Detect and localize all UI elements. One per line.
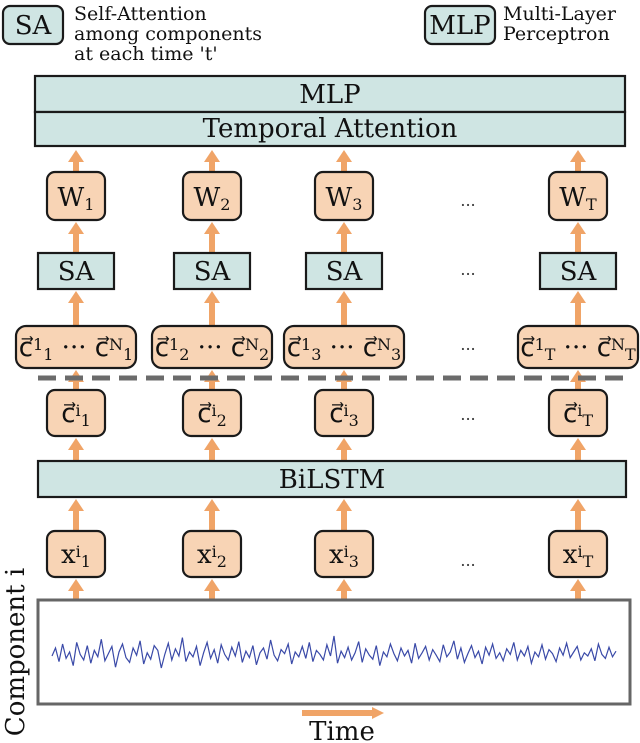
component-i-box-2 bbox=[181, 388, 243, 438]
weight-label-1: W1 bbox=[58, 183, 95, 214]
legend-sa: SA Self-Attention among components at ea… bbox=[1, 3, 262, 65]
component-group-label-2: c⃗12 ··· c⃗N2 bbox=[155, 333, 269, 364]
arrow-bilstm-1-head bbox=[204, 438, 220, 450]
input-label-T: xiT bbox=[563, 540, 594, 571]
arrow-sa-0-head bbox=[68, 222, 84, 234]
signal-trace bbox=[51, 635, 617, 669]
legend-sa-line-3: at each time 't' bbox=[74, 43, 218, 65]
component-group-box-3 bbox=[282, 324, 406, 370]
arrow-w-2-head bbox=[336, 150, 352, 162]
time-arrow-head bbox=[372, 707, 384, 719]
arrow-comp-2-head bbox=[336, 291, 352, 303]
input-box-1 bbox=[45, 529, 107, 579]
component-i-label-3: c⃗i3 bbox=[329, 399, 359, 430]
weight-box-T bbox=[547, 170, 609, 222]
arrow-sa-3-head bbox=[570, 222, 586, 234]
component-group-box-T bbox=[516, 324, 640, 370]
weight-box-3 bbox=[313, 170, 375, 222]
arrow-w-0-head bbox=[68, 150, 84, 162]
arrow-signal-1-head bbox=[204, 579, 220, 591]
weight-box-1 bbox=[45, 170, 107, 222]
sa-box-3 bbox=[304, 251, 384, 291]
sa-box-2 bbox=[172, 251, 252, 291]
legend-sa-line-1: Self-Attention bbox=[74, 3, 207, 25]
arrow-bilstm-2-head bbox=[336, 438, 352, 450]
arrow-x-2-head bbox=[336, 499, 352, 511]
ellipsis-3: ... bbox=[460, 405, 475, 424]
input-box-2 bbox=[181, 529, 243, 579]
arrow-comp-1-head bbox=[204, 291, 220, 303]
sa-label-3: SA bbox=[326, 257, 364, 287]
weight-label-T: WT bbox=[559, 183, 597, 214]
arrow-sa-1-head bbox=[204, 222, 220, 234]
legend-sa-line-2: among components bbox=[74, 23, 262, 45]
legend-sa-abbr: SA bbox=[15, 11, 53, 41]
weight-label-2: W2 bbox=[194, 183, 231, 214]
ellipsis-2: ... bbox=[460, 335, 475, 354]
component-group-label-1: c⃗11 ··· c⃗N1 bbox=[19, 333, 133, 364]
temporal-attention-block bbox=[33, 110, 627, 148]
arrow-signal-2-head bbox=[336, 579, 352, 591]
legend-mlp: MLP Multi-Layer Perceptron bbox=[423, 3, 617, 46]
component-group-label-T: c⃗1T ··· c⃗NT bbox=[520, 333, 636, 364]
arrow-x-1-head bbox=[204, 499, 220, 511]
legend-mlp-line-2: Perceptron bbox=[503, 23, 610, 45]
component-group-label-3: c⃗13 ··· c⃗N3 bbox=[287, 333, 401, 364]
ellipsis-1: ... bbox=[460, 260, 475, 279]
legend-sa-box bbox=[1, 4, 65, 46]
ellipsis-0: ... bbox=[460, 191, 475, 210]
weight-label-3: W3 bbox=[326, 183, 363, 214]
sa-box-1 bbox=[36, 251, 116, 291]
arrow-x-3-head bbox=[570, 499, 586, 511]
arrow-x-0-head bbox=[68, 499, 84, 511]
sa-box-T bbox=[538, 251, 618, 291]
temporal-attention-label: Temporal Attention bbox=[203, 114, 458, 144]
component-i-label-1: c⃗i1 bbox=[61, 399, 91, 430]
mlp-block-label: MLP bbox=[299, 80, 360, 110]
arrow-w-1-head bbox=[204, 150, 220, 162]
arrow-bilstm-3-head bbox=[570, 438, 586, 450]
component-group-box-2 bbox=[150, 324, 274, 370]
input-label-2: xi2 bbox=[197, 540, 227, 571]
arrow-sa-2-head bbox=[336, 222, 352, 234]
input-label-3: xi3 bbox=[329, 540, 359, 571]
component-i-box-T bbox=[547, 388, 609, 438]
legend-mlp-abbr: MLP bbox=[429, 11, 490, 41]
arrow-comp-0-head bbox=[68, 291, 84, 303]
arrow-w-3-head bbox=[570, 150, 586, 162]
legend-mlp-line-1: Multi-Layer bbox=[503, 3, 617, 25]
legend-mlp-box bbox=[423, 4, 497, 46]
component-group-box-1 bbox=[14, 324, 138, 370]
weight-box-2 bbox=[181, 170, 243, 222]
sa-label-T: SA bbox=[560, 257, 598, 287]
arrow-signal-3-head bbox=[570, 579, 586, 591]
input-box-T bbox=[547, 529, 609, 579]
bilstm-block bbox=[36, 459, 628, 499]
component-i-box-1 bbox=[45, 388, 107, 438]
arrow-signal-0-head bbox=[68, 579, 84, 591]
input-label-1: xi1 bbox=[61, 540, 91, 571]
signal-box bbox=[36, 598, 632, 706]
input-box-3 bbox=[313, 529, 375, 579]
component-i-label-2: c⃗i2 bbox=[197, 399, 227, 430]
arrow-comp-3-head bbox=[570, 291, 586, 303]
component-i-label-T: c⃗iT bbox=[563, 399, 593, 430]
sa-label-2: SA bbox=[194, 257, 232, 287]
x-axis-label: Time bbox=[309, 717, 375, 743]
arrow-bilstm-0-head bbox=[68, 438, 84, 450]
ellipsis-4: ... bbox=[460, 551, 475, 570]
bilstm-label: BiLSTM bbox=[279, 465, 385, 495]
component-i-box-3 bbox=[313, 388, 375, 438]
y-axis-label: Component i bbox=[1, 568, 31, 736]
sa-label-1: SA bbox=[58, 257, 96, 287]
